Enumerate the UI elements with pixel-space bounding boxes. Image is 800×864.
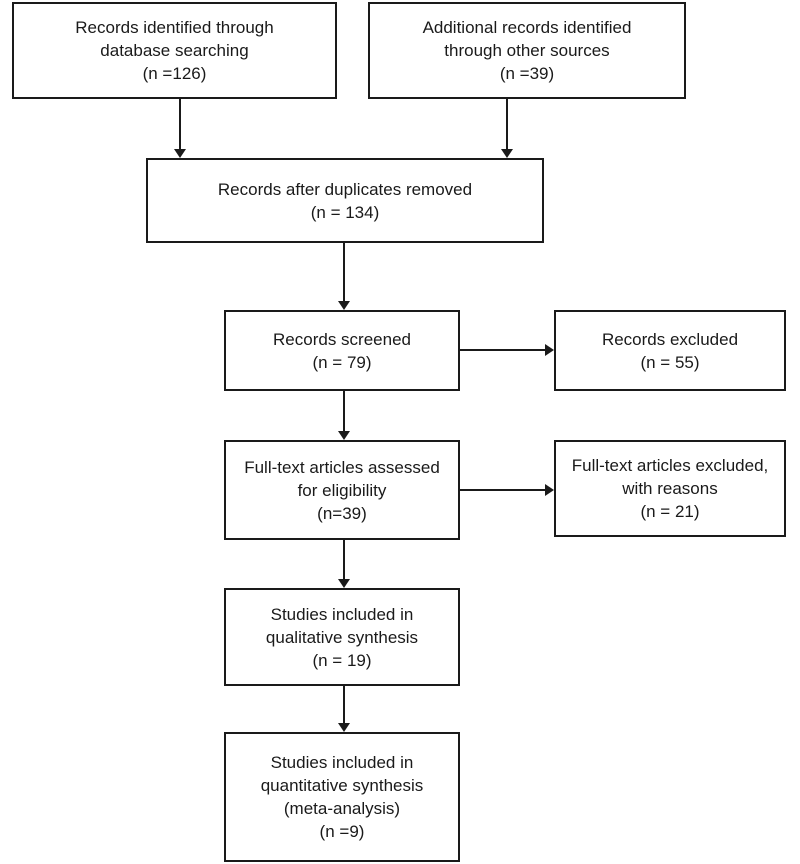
arrow-database-to-duplicates <box>174 99 186 158</box>
arrow-screened-to-excluded <box>460 344 554 356</box>
arrow-fulltext-to-excluded <box>460 484 554 496</box>
qualitative-synthesis-label: Studies included in qualitative synthesi… <box>265 604 419 670</box>
qualitative-synthesis-box: Studies included in qualitative synthesi… <box>224 588 460 686</box>
records-database-box: Records identified through database sear… <box>12 2 337 99</box>
fulltext-excluded-box: Full-text articles excluded, with reason… <box>554 440 786 537</box>
records-other-sources-box: Additional records identified through ot… <box>368 2 686 99</box>
records-excluded-box: Records excluded (n = 55) <box>554 310 786 391</box>
records-database-label: Records identified through database sear… <box>75 18 274 83</box>
arrow-screened-to-fulltext <box>338 391 350 440</box>
fulltext-assessed-box: Full-text articles assessed for eligibil… <box>224 440 460 540</box>
records-other-sources-label: Additional records identified through ot… <box>422 18 632 83</box>
records-screened-box: Records screened (n = 79) <box>224 310 460 391</box>
quantitative-synthesis-label: Studies included in quantitative synthes… <box>260 753 424 841</box>
arrow-qualitative-to-quantitative <box>338 686 350 732</box>
records-excluded-label: Records excluded (n = 55) <box>601 329 739 372</box>
records-screened-label: Records screened (n = 79) <box>273 329 411 372</box>
fulltext-assessed-label: Full-text articles assessed for eligibil… <box>244 457 440 523</box>
arrow-duplicates-to-screened <box>338 243 350 310</box>
arrow-other-to-duplicates <box>501 99 513 158</box>
duplicates-removed-label: Records after duplicates removed (n = 13… <box>217 179 473 222</box>
fulltext-excluded-label: Full-text articles excluded, with reason… <box>571 456 769 521</box>
arrow-fulltext-to-qualitative <box>338 540 350 588</box>
duplicates-removed-box: Records after duplicates removed (n = 13… <box>146 158 544 243</box>
quantitative-synthesis-box: Studies included in quantitative synthes… <box>224 732 460 862</box>
